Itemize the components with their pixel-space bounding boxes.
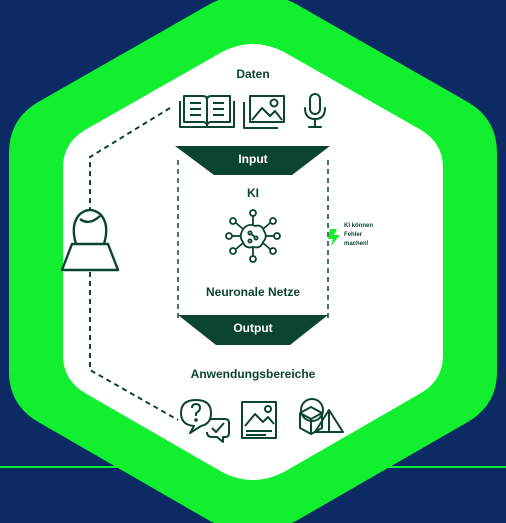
output-label: Output [233, 321, 273, 335]
ki-label: KI [247, 186, 259, 200]
shapes-icon [299, 398, 344, 435]
input-arrow [175, 146, 330, 175]
output-arrow [178, 315, 328, 345]
person-icon [60, 208, 120, 272]
error-note-line-1: KI können [344, 223, 374, 229]
picture-document-icon [241, 401, 277, 439]
microphone-icon [304, 93, 326, 128]
error-note-line-3: machen! [344, 241, 369, 247]
network-label: Neuronale Netze [205, 285, 301, 299]
applications-label: Anwendungsbereiche [190, 367, 316, 381]
loop-line-top [89, 107, 171, 210]
error-note: KI können Fehler machen! [344, 222, 390, 249]
image-icon [243, 95, 285, 129]
neural-network-icon [225, 209, 281, 263]
book-icon [179, 95, 235, 128]
error-note-line-2: Fehler [344, 232, 363, 238]
input-label: Input [238, 152, 268, 166]
data-label: Daten [236, 67, 270, 81]
loop-line-bottom [89, 272, 179, 421]
lightning-icon [328, 229, 340, 246]
chat-question-icon [180, 399, 230, 443]
